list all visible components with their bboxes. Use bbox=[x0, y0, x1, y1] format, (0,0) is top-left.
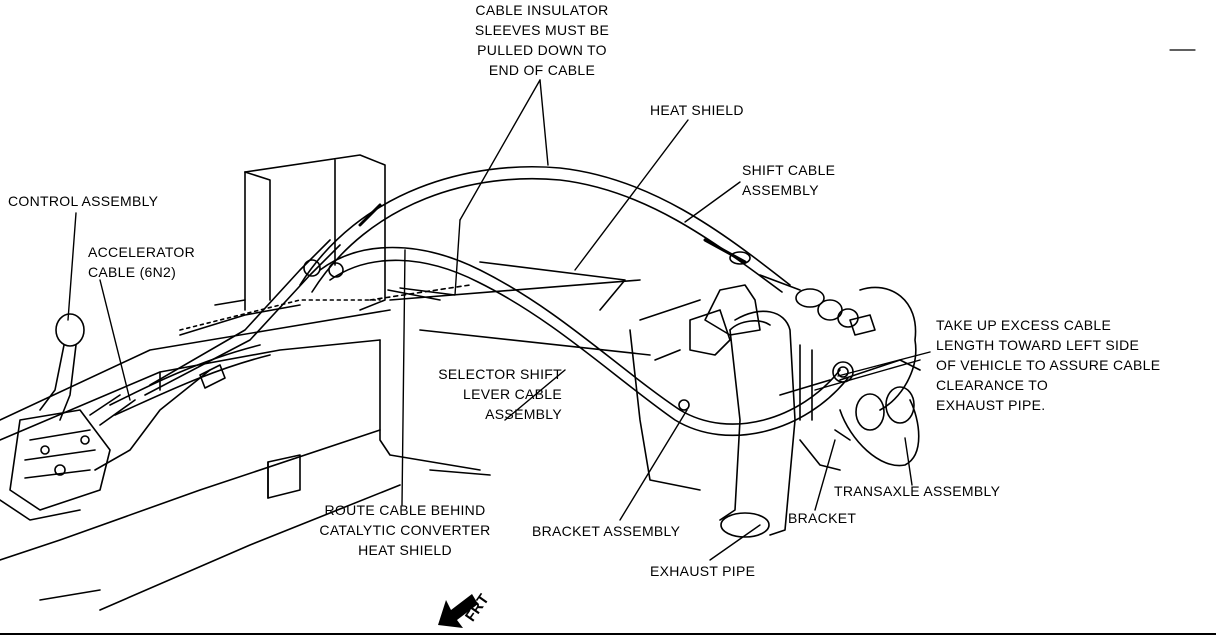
selector-shift-line-3: ASSEMBLY bbox=[485, 406, 562, 422]
take-up-line-5: EXHAUST PIPE. bbox=[936, 397, 1046, 413]
route-cable-line-2: CATALYTIC CONVERTER bbox=[319, 522, 491, 538]
leader-lines bbox=[67, 79, 931, 561]
cable-insulator-line-1: CABLE INSULATOR bbox=[475, 2, 609, 18]
cable-insulator-line-2: SLEEVES MUST BE bbox=[474, 22, 610, 38]
label-route-cable: ROUTE CABLE BEHIND CATALYTIC CONVERTER H… bbox=[310, 500, 500, 560]
console-box bbox=[179, 154, 386, 336]
floor-tunnel bbox=[0, 279, 651, 611]
take-up-line-3: OF VEHICLE TO ASSURE CABLE bbox=[936, 357, 1161, 373]
selector-shift-line-2: LEVER CABLE bbox=[462, 386, 562, 402]
accelerator-cable-drawing bbox=[109, 239, 341, 416]
selector-shift-line-1: SELECTOR SHIFT bbox=[438, 366, 562, 382]
label-cable-insulator: CABLE INSULATOR SLEEVES MUST BE PULLED D… bbox=[462, 0, 622, 80]
accelerator-cable-line-1: ACCELERATOR bbox=[88, 244, 196, 260]
frt-arrow-icon bbox=[438, 594, 478, 628]
transaxle-drawing bbox=[629, 284, 921, 491]
take-up-line-2: LENGTH TOWARD LEFT SIDE bbox=[936, 337, 1140, 353]
label-take-up-excess: TAKE UP EXCESS CABLE LENGTH TOWARD LEFT … bbox=[936, 315, 1160, 415]
label-bracket: BRACKET bbox=[788, 510, 857, 526]
label-shift-cable: SHIFT CABLE ASSEMBLY bbox=[742, 160, 835, 200]
exhaust-pipe-drawing bbox=[719, 310, 796, 538]
shift-cable-line-1: SHIFT CABLE bbox=[742, 162, 836, 178]
label-heat-shield: HEAT SHIELD bbox=[650, 102, 744, 118]
take-up-line-4: CLEARANCE TO bbox=[936, 377, 1049, 393]
route-cable-line-3: HEAT SHIELD bbox=[358, 542, 452, 558]
label-selector-shift: SELECTOR SHIFT LEVER CABLE ASSEMBLY bbox=[420, 364, 562, 424]
cable-insulator-line-4: END OF CABLE bbox=[488, 62, 596, 78]
route-cable-line-1: ROUTE CABLE BEHIND bbox=[324, 502, 486, 518]
label-bracket-assembly: BRACKET ASSEMBLY bbox=[532, 523, 681, 539]
label-accelerator-cable: ACCELERATOR CABLE (6N2) bbox=[88, 242, 195, 282]
label-transaxle-assembly: TRANSAXLE ASSEMBLY bbox=[834, 483, 1001, 499]
accelerator-cable-line-2: CABLE (6N2) bbox=[88, 264, 177, 280]
shift-cable-line-2: ASSEMBLY bbox=[742, 182, 819, 198]
selector-cable-drawing bbox=[303, 246, 849, 437]
heat-shield-drawing bbox=[387, 261, 626, 311]
cable-insulator-line-3: PULLED DOWN TO bbox=[477, 42, 607, 58]
take-up-line-1: TAKE UP EXCESS CABLE bbox=[936, 317, 1112, 333]
label-exhaust-pipe: EXHAUST PIPE bbox=[650, 563, 756, 579]
control-assembly-drawing bbox=[0, 313, 211, 521]
label-control-assembly: CONTROL ASSEMBLY bbox=[8, 193, 159, 209]
